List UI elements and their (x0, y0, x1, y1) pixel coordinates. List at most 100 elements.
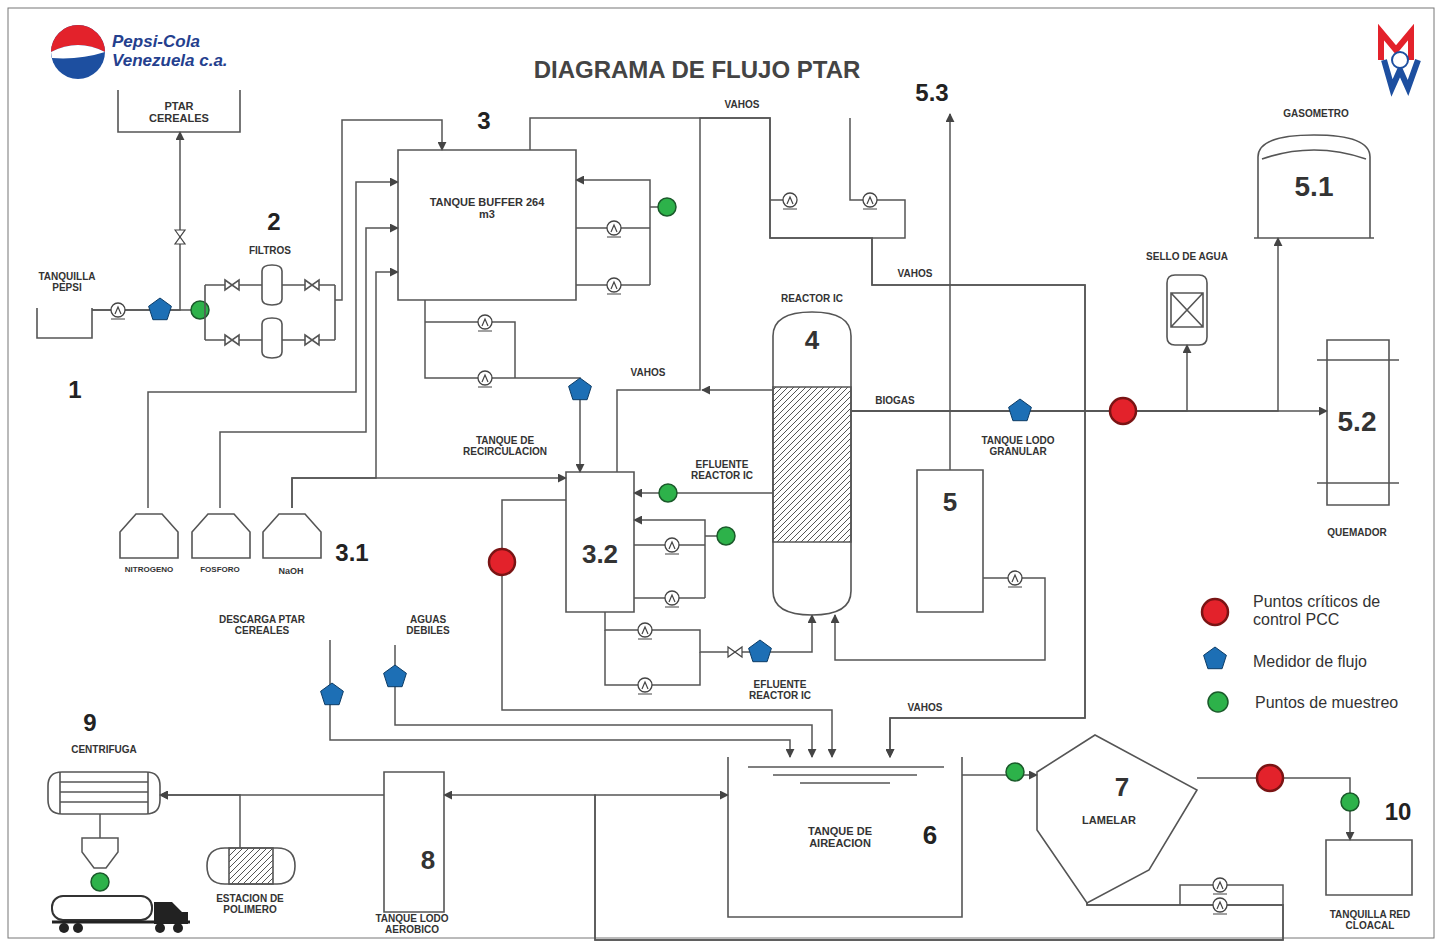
frame-border (8, 8, 1434, 938)
pump-symbol (783, 193, 797, 209)
pipe-connector (292, 478, 566, 508)
pipe-connector (220, 228, 398, 508)
sludge-tank: TANQUE LODO GRANULAR5 (917, 470, 983, 612)
pipe-connector (444, 795, 1283, 940)
sampling-point (659, 484, 677, 502)
source-label: AGUAS DEBILES (393, 614, 463, 636)
seal-detail (1171, 293, 1203, 327)
brand-logo (51, 25, 105, 79)
chemical-tank: NaOH (263, 508, 321, 558)
buffer-tank: TANQUE BUFFER 264 m3 (398, 150, 576, 300)
pump-symbol (638, 678, 652, 694)
ic-reactor: REACTOR IC4 (773, 312, 851, 615)
vessel-outline (120, 514, 178, 558)
water-seal: SELLO DE AGUA (1167, 275, 1207, 345)
valve-symbol (728, 647, 742, 657)
source-label: DESCARGA PTAR CEREALES (212, 614, 312, 636)
vessel-outline (37, 308, 92, 338)
callout-number: 5.2 (1338, 407, 1377, 438)
callout-number: 4 (805, 326, 819, 355)
pump-symbol (478, 315, 492, 331)
callout-number: 3.1 (335, 540, 368, 566)
vessel-shape (192, 508, 250, 558)
company-logo (1381, 32, 1418, 88)
vessel-outline (192, 514, 250, 558)
node-label: TANQUE BUFFER 264 m3 (422, 196, 552, 220)
chemical-tank: NITROGENO (120, 508, 178, 558)
valve-symbol (225, 280, 239, 290)
pipe-line (770, 199, 783, 201)
node-label: PTAR CEREALES (134, 100, 224, 124)
pipe-line (1180, 885, 1283, 905)
callout-number: 7 (1115, 773, 1129, 802)
pipe-connector (425, 300, 580, 472)
vessel-shape (120, 508, 178, 558)
legend-sample (1202, 599, 1228, 625)
vessel-outline (1037, 735, 1197, 903)
vessel-outline (118, 90, 240, 132)
vessel-outline (773, 312, 851, 615)
pipe-line (650, 206, 658, 208)
sampling-point (1006, 763, 1024, 781)
pipe-connector (835, 578, 1045, 660)
filter-group: FILTROS (205, 240, 335, 362)
node-label: TANQUILLA RED CLOACAL (1315, 909, 1425, 931)
legend-text: Puntos críticos de control PCC (1253, 593, 1423, 630)
node-label: NITROGENO (125, 566, 173, 575)
sampling-point (717, 527, 735, 545)
pipe-line (425, 322, 515, 378)
node-label: TANQUE DE RECIRCULACION (445, 435, 565, 457)
pipe-line (99, 814, 101, 838)
callout-number: 2 (267, 209, 280, 235)
legend-text: Puntos de muestreo (1255, 694, 1398, 712)
stream-label: VAHOS (723, 99, 762, 110)
centrifuge-drum (60, 772, 148, 814)
callout-number: 10 (1385, 799, 1412, 825)
vessel-outline (728, 757, 962, 917)
node-label: QUEMADOR (1327, 527, 1386, 538)
pump-symbol (607, 221, 621, 237)
pipe-line (949, 114, 951, 470)
sludge-hopper (82, 838, 118, 868)
callout-number: 1 (68, 377, 81, 403)
node-label: REACTOR IC (781, 293, 843, 304)
vessel-shape (1326, 840, 1412, 895)
vessel-shape (384, 772, 444, 912)
polymer-hatch (229, 848, 273, 884)
legend-sample (1208, 692, 1228, 712)
sewer-box: TANQUILLA RED CLOACAL (1326, 840, 1412, 895)
legend-swatch (1200, 643, 1230, 673)
aerobic-sludge-tank: 8TANQUE LODO AEROBICO (384, 772, 444, 912)
legend-text: Medidor de flujo (1253, 653, 1367, 671)
gas-holder-detail (1254, 150, 1374, 238)
legend-swatch (1200, 597, 1230, 627)
pipe-connector (634, 492, 773, 494)
vessel-outline (48, 772, 160, 814)
water-surface (748, 767, 944, 783)
callout-number: 5 (943, 488, 957, 517)
burner: 5.2QUEMADOR (1327, 340, 1389, 505)
stream-label: BIOGAS (873, 395, 916, 406)
gas-holder: GASOMETRO5.1 (1258, 135, 1370, 238)
pipe-line (576, 180, 650, 285)
pipe-connector (92, 132, 180, 310)
centrifuge: CENTRIFUGA (48, 772, 160, 814)
stream-label: EFLUENTE REACTOR IC (731, 679, 830, 701)
vessel-outline (1326, 840, 1412, 895)
vessel-shape (205, 240, 335, 362)
node-label: GASOMETRO (1283, 108, 1349, 119)
open-tank: PTAR CEREALES (118, 90, 240, 132)
node-label: ESTACION DE POLIMERO (200, 893, 300, 915)
control-point (1257, 765, 1283, 791)
node-label: FOSFORO (200, 566, 240, 575)
pipe-connector (148, 182, 398, 508)
stream-label: EFLUENTE REACTOR IC (673, 459, 772, 481)
callout-number: 3 (477, 108, 490, 134)
stream-label: VAHOS (629, 367, 668, 378)
control-point (489, 549, 515, 575)
callout-number: 5.3 (915, 80, 948, 106)
diagram-title: DIAGRAMA DE FLUJO PTAR (534, 57, 861, 83)
recirculation-tank: TANQUE DE RECIRCULACION3.2 (566, 472, 634, 612)
stream-label: VAHOS (908, 702, 943, 713)
flow-meter (569, 378, 592, 400)
